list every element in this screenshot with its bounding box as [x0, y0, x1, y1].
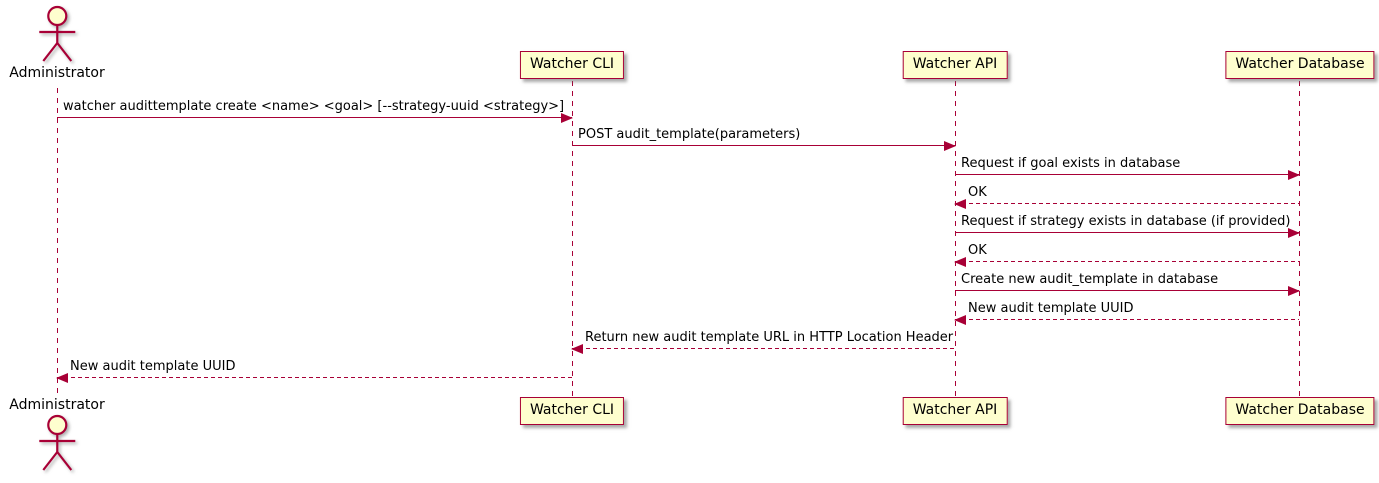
actor-administrator-bottom: Administrator: [9, 397, 105, 472]
message-new-uuid-from-db: New audit template UUID: [954, 301, 1299, 325]
message-create-audittemplate: watcher audittemplate create <name> <goa…: [57, 99, 573, 123]
lifeline-watcher-api: [955, 81, 956, 397]
participant-box-watcher-database-top: Watcher Database: [1225, 51, 1375, 79]
message-label: Return new audit template URL in HTTP Lo…: [585, 330, 954, 345]
message-line: [955, 203, 1299, 204]
message-strategy-ok: OK: [954, 243, 1299, 267]
arrowhead-left-icon: [571, 343, 583, 354]
participant-box-watcher-api-bottom: Watcher API: [902, 397, 1008, 425]
actor-stick-figure-icon: [39, 5, 75, 62]
arrowhead-right-icon: [1288, 227, 1300, 238]
message-label: Create new audit_template in database: [961, 272, 1219, 287]
message-new-uuid-to-admin: New audit template UUID: [56, 359, 572, 383]
message-line: [57, 377, 572, 378]
message-line: [955, 232, 1299, 233]
actor-label-administrator-bottom: Administrator: [9, 397, 105, 413]
arrowhead-left-icon: [56, 372, 68, 383]
participant-box-watcher-cli-bottom: Watcher CLI: [519, 397, 625, 425]
message-label: New audit template UUID: [70, 359, 236, 374]
lifeline-administrator: [57, 88, 58, 397]
arrowhead-right-icon: [561, 112, 573, 123]
arrowhead-right-icon: [1288, 169, 1300, 180]
message-goal-ok: OK: [954, 185, 1299, 209]
message-line: [57, 117, 572, 118]
lifeline-watcher-cli: [572, 81, 573, 397]
message-label: Request if strategy exists in database (…: [961, 214, 1291, 229]
message-line: [955, 174, 1299, 175]
actor-label-administrator-top: Administrator: [9, 65, 105, 81]
arrowhead-right-icon: [1288, 285, 1300, 296]
message-label: Request if goal exists in database: [961, 156, 1181, 171]
message-create-audit-template-db: Create new audit_template in database: [955, 272, 1300, 296]
arrowhead-right-icon: [944, 140, 956, 151]
arrowhead-left-icon: [954, 198, 966, 209]
actor-stick-figure-icon: [39, 414, 75, 471]
message-label: OK: [968, 243, 987, 258]
lifeline-watcher-database: [1299, 81, 1300, 397]
actor-administrator-top: Administrator: [9, 5, 105, 81]
message-label: OK: [968, 185, 987, 200]
message-line: [572, 145, 955, 146]
message-label: New audit template UUID: [968, 301, 1134, 316]
message-line: [955, 261, 1299, 262]
arrowhead-left-icon: [954, 256, 966, 267]
message-request-goal-exists: Request if goal exists in database: [955, 156, 1300, 180]
participant-box-watcher-cli-top: Watcher CLI: [519, 51, 625, 79]
participant-box-watcher-database-bottom: Watcher Database: [1225, 397, 1375, 425]
message-return-url-location-header: Return new audit template URL in HTTP Lo…: [571, 330, 955, 354]
message-line: [955, 319, 1299, 320]
message-post-audit-template: POST audit_template(parameters): [572, 127, 956, 151]
participant-box-watcher-api-top: Watcher API: [902, 51, 1008, 79]
message-line: [955, 290, 1299, 291]
message-label: watcher audittemplate create <name> <goa…: [63, 99, 565, 114]
message-request-strategy-exists: Request if strategy exists in database (…: [955, 214, 1300, 238]
arrowhead-left-icon: [954, 314, 966, 325]
message-label: POST audit_template(parameters): [578, 127, 801, 142]
message-line: [572, 348, 955, 349]
